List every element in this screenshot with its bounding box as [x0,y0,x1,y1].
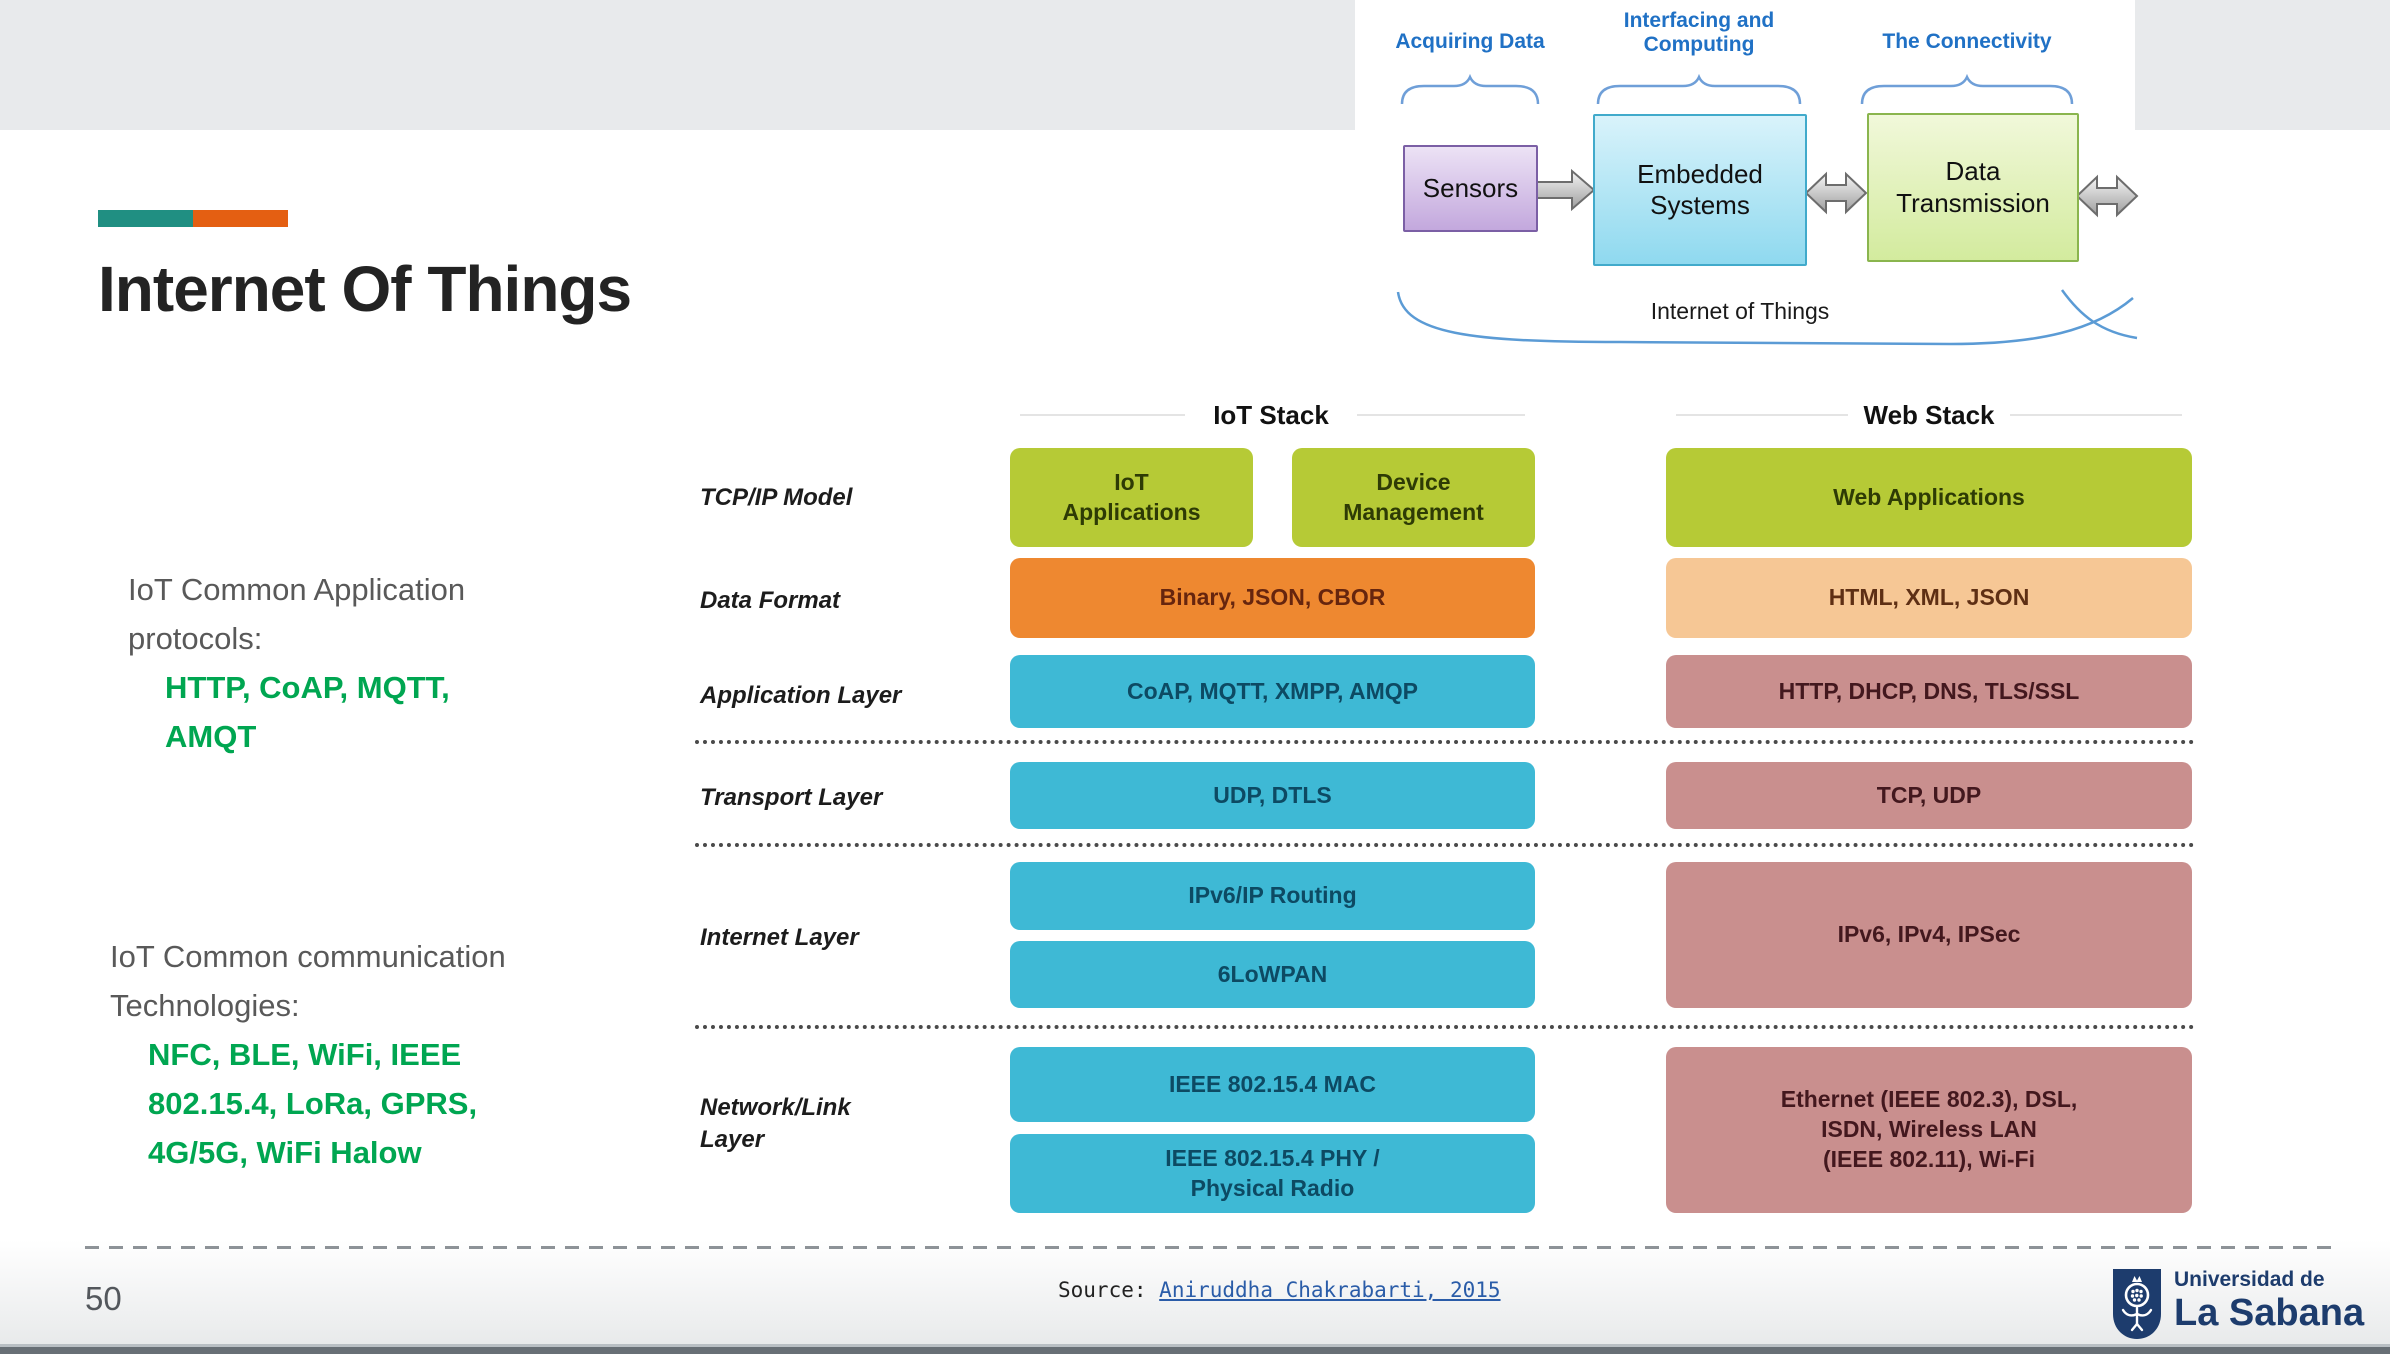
header-rule [1676,414,1848,416]
overview-node-embedded-systems: Embedded Systems [1593,114,1807,266]
bottom-edge-bar [0,1347,2390,1354]
source-link[interactable]: Aniruddha Chakrabarti, 2015 [1159,1278,1501,1302]
web-box-application-layer: HTTP, DHCP, DNS, TLS/SSL [1666,655,2192,728]
overview-caption: Internet of Things [1650,298,1830,324]
dotted-separator [695,843,2195,847]
overview-group-label-interfacing-computing: Interfacing and Computing [1623,9,1775,56]
header-rule [1020,414,1185,416]
row-label-network-link-layer: Network/Link Layer [700,1094,851,1153]
arrow-icon [1535,168,2139,218]
iot-box-6lowpan: 6LoWPAN [1010,941,1535,1008]
row-label-tcpip-model: TCP/IP Model [700,484,853,511]
source-citation: Source: Aniruddha Chakrabarti, 2015 [1058,1278,1501,1302]
iot-box-ipv6-routing: IPv6/IP Routing [1010,862,1535,930]
bottom-edge-line [0,1344,2390,1347]
logo-line2: La Sabana [2174,1292,2365,1334]
iot-stack-header: IoT Stack [1213,400,1329,430]
page-title: Internet Of Things [98,253,632,325]
header-rule [1357,414,1525,416]
iot-box-device-management: Device Management [1292,448,1535,547]
dotted-separator [695,740,2195,744]
iot-box-iot-applications: IoT Applications [1010,448,1253,547]
iot-box-ieee-mac: IEEE 802.15.4 MAC [1010,1047,1535,1122]
web-box-data-format: HTML, XML, JSON [1666,558,2192,638]
row-label-transport-layer: Transport Layer [700,784,883,811]
note-communication-tech-list: NFC, BLE, WiFi, IEEE 802.15.4, LoRa, GPR… [148,1037,478,1170]
row-label-internet-layer: Internet Layer [700,924,859,951]
brace-icon [1400,73,2074,105]
iot-box-ieee-phy: IEEE 802.15.4 PHY / Physical Radio [1010,1134,1535,1213]
university-logo-text: Universidad de La Sabana [2174,1268,2364,1334]
overview-diagram-decorations [1396,73,2139,346]
note-communication-tech-intro: IoT Common communication Technologies: [110,939,506,1023]
swoosh-brace-icon [1396,289,2138,346]
university-logo: Universidad de La Sabana [2112,1268,2364,1340]
overview-group-label-acquiring-data: Acquiring Data [1395,30,1545,53]
web-box-internet-layer: IPv6, IPv4, IPSec [1666,862,2192,1008]
web-box-network-link-layer: Ethernet (IEEE 802.3), DSL, ISDN, Wirele… [1666,1047,2192,1213]
logo-line1: Universidad de [2174,1268,2325,1291]
overview-node-sensors: Sensors [1403,145,1538,232]
iot-box-transport-layer: UDP, DTLS [1010,762,1535,829]
web-box-web-applications: Web Applications [1666,448,2192,547]
row-label-application-layer: Application Layer [700,682,902,709]
web-box-transport-layer: TCP, UDP [1666,762,2192,829]
page-number: 50 [85,1280,122,1317]
footer-dashed-line [85,1246,2333,1249]
note-application-protocols-intro: IoT Common Application protocols: [128,572,466,656]
source-label: Source: [1058,1278,1147,1302]
footer-background [0,1240,2390,1354]
overview-group-label-the-connectivity: The Connectivity [1882,30,2052,53]
row-label-data-format: Data Format [700,587,841,614]
accent-bar-orange [193,210,288,227]
iot-box-data-format: Binary, JSON, CBOR [1010,558,1535,638]
overview-node-data-transmission: Data Transmission [1867,113,2079,262]
note-application-protocols-list: HTTP, CoAP, MQTT, AMQT [165,670,450,754]
university-shield-icon [2113,1269,2161,1339]
web-stack-header: Web Stack [1863,400,1995,430]
header-rule [2010,414,2182,416]
iot-box-application-layer: CoAP, MQTT, XMPP, AMQP [1010,655,1535,728]
dotted-separator [695,1025,2195,1029]
accent-bar-teal [98,210,193,227]
